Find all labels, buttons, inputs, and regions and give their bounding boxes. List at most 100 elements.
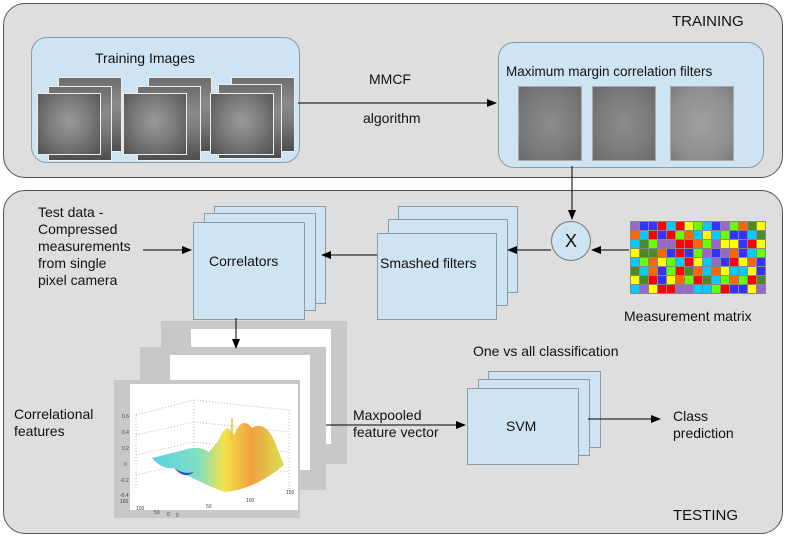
correlators-box: [193, 222, 305, 320]
matrix-cell: [730, 249, 738, 257]
class-prediction-label: Class prediction: [673, 408, 734, 441]
matrix-cell: [640, 240, 648, 248]
matrix-cell: [667, 267, 675, 275]
matrix-cell: [685, 222, 693, 230]
smashed-filters-box: [377, 233, 497, 320]
matrix-cell: [685, 240, 693, 248]
matrix-cell: [703, 276, 711, 284]
matrix-cell: [667, 222, 675, 230]
matrix-cell: [640, 249, 648, 257]
face-image: [37, 93, 101, 155]
matrix-cell: [730, 258, 738, 266]
matrix-cell: [694, 276, 702, 284]
classification-label: One vs all classification: [473, 343, 619, 359]
matrix-cell: [640, 267, 648, 275]
matrix-cell: [658, 249, 666, 257]
x-tick: 100: [246, 498, 255, 504]
correlation-filter-image: [518, 86, 582, 161]
x-tick: 0: [176, 513, 179, 518]
surface-mesh: [152, 422, 284, 492]
matrix-cell: [721, 249, 729, 257]
matrix-cell: [649, 285, 657, 293]
matrix-cell: [658, 267, 666, 275]
matrix-cell: [721, 285, 729, 293]
matrix-cell: [631, 276, 639, 284]
matrix-cell: [649, 240, 657, 248]
matrix-cell: [676, 276, 684, 284]
matrix-cell: [748, 285, 756, 293]
matrix-cell: [640, 276, 648, 284]
matrix-cell: [712, 276, 720, 284]
matrix-cell: [712, 222, 720, 230]
measurement-matrix: [630, 221, 766, 294]
y-tick: 100: [136, 506, 145, 512]
matrix-cell: [667, 285, 675, 293]
matrix-cell: [694, 285, 702, 293]
matrix-cell: [694, 249, 702, 257]
matrix-cell: [640, 285, 648, 293]
matrix-cell: [640, 258, 648, 266]
matrix-cell: [748, 276, 756, 284]
y-tick: 50: [154, 510, 160, 516]
matrix-cell: [703, 267, 711, 275]
matrix-cell: [757, 258, 765, 266]
matrix-cell: [748, 222, 756, 230]
matrix-cell: [703, 285, 711, 293]
matrix-cell: [748, 240, 756, 248]
z-tick: -0.2: [120, 478, 129, 484]
matrix-cell: [667, 258, 675, 266]
matrix-cell: [676, 231, 684, 239]
matrix-cell: [667, 231, 675, 239]
training-section-label: TRAINING: [672, 13, 744, 30]
matrix-cell: [685, 285, 693, 293]
matrix-cell: [712, 258, 720, 266]
matrix-cell: [685, 249, 693, 257]
matrix-cell: [631, 267, 639, 275]
x-tick: 50: [206, 504, 212, 510]
matrix-cell: [748, 249, 756, 257]
x-tick: 150: [286, 490, 295, 496]
matrix-cell: [712, 231, 720, 239]
mmcf-filters-label: Maximum margin correlation filters: [506, 64, 713, 79]
matrix-cell: [631, 231, 639, 239]
matrix-cell: [739, 267, 747, 275]
surface-plot: 0.6 0.4 0.2 0 -0.2 -0.4 150 100 50 0 0 5…: [120, 399, 295, 518]
correlation-filter-image: [592, 86, 656, 161]
matrix-cell: [649, 231, 657, 239]
matrix-cell: [694, 222, 702, 230]
matrix-cell: [757, 285, 765, 293]
matrix-cell: [712, 285, 720, 293]
matrix-cell: [703, 231, 711, 239]
matrix-cell: [685, 231, 693, 239]
matrix-cell: [757, 240, 765, 248]
matrix-cell: [667, 249, 675, 257]
matrix-cell: [658, 240, 666, 248]
matrix-cell: [730, 267, 738, 275]
matrix-cell: [757, 222, 765, 230]
matrix-cell: [640, 222, 648, 230]
matrix-cell: [757, 249, 765, 257]
matrix-cell: [658, 276, 666, 284]
z-tick: 0: [124, 462, 127, 468]
matrix-cell: [631, 249, 639, 257]
matrix-cell: [739, 240, 747, 248]
multiply-node: X: [551, 221, 591, 261]
matrix-cell: [694, 258, 702, 266]
matrix-cell: [730, 231, 738, 239]
matrix-cell: [658, 258, 666, 266]
correlators-label: Correlators: [209, 253, 279, 269]
matrix-cell: [658, 222, 666, 230]
matrix-cell: [757, 231, 765, 239]
z-tick: 0.6: [122, 414, 129, 420]
surface-trough: [174, 468, 194, 476]
matrix-cell: [667, 240, 675, 248]
matrix-cell: [712, 267, 720, 275]
matrix-cell: [748, 267, 756, 275]
matrix-cell: [721, 267, 729, 275]
matrix-cell: [676, 240, 684, 248]
matrix-cell: [676, 258, 684, 266]
matrix-cell: [676, 267, 684, 275]
testing-section-label: TESTING: [673, 507, 739, 524]
svm-label: SVM: [506, 418, 537, 434]
